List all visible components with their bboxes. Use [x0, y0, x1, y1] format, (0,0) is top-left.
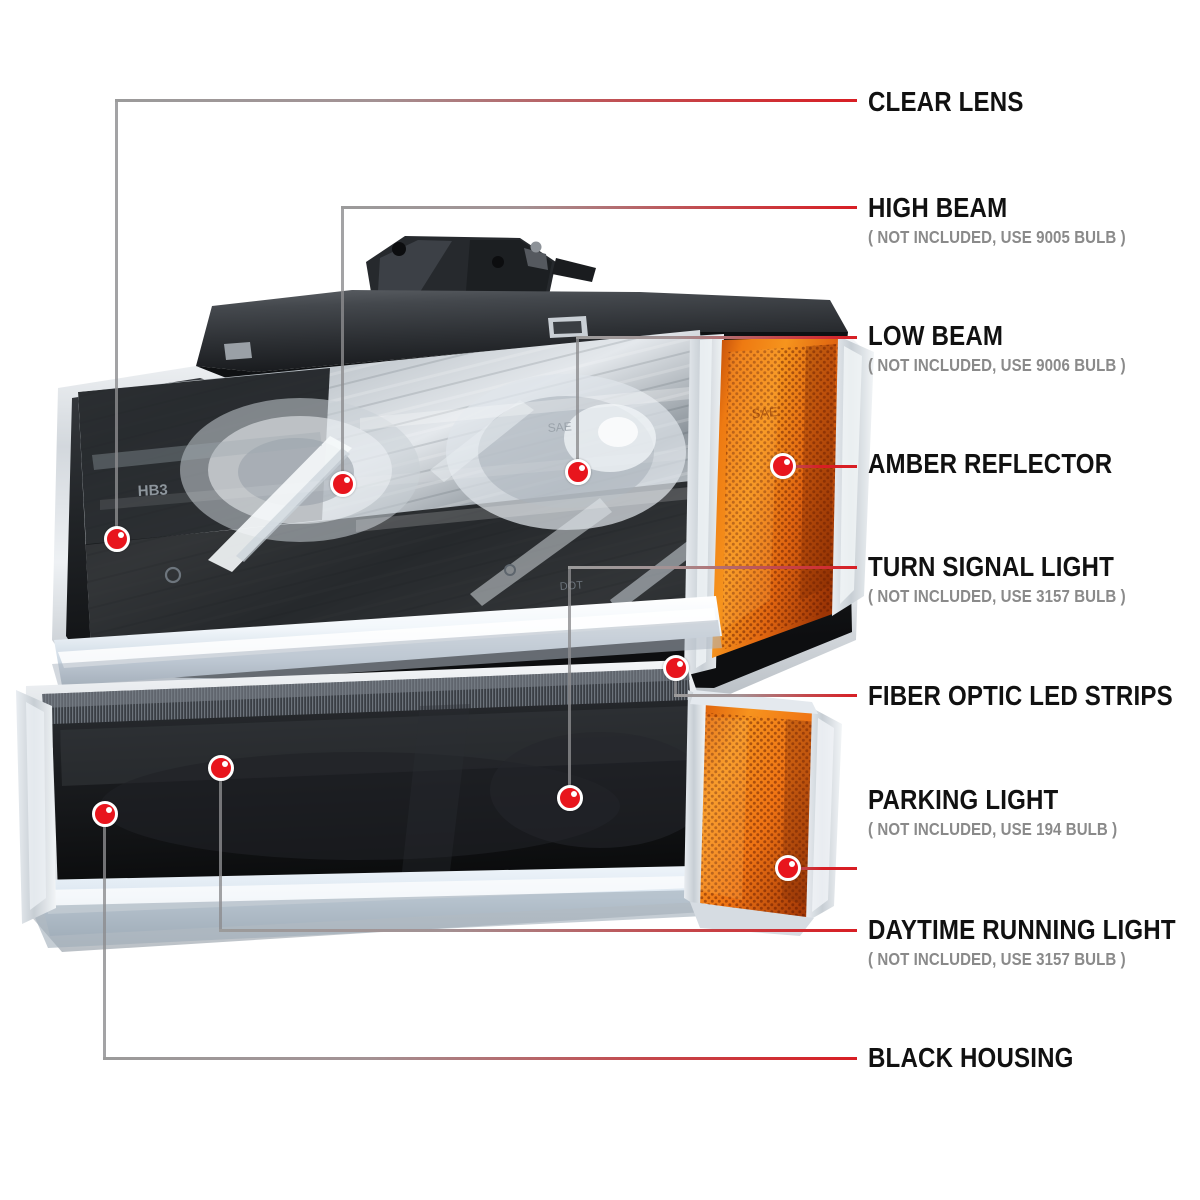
callout-title: PARKING LIGHT	[868, 784, 1059, 815]
leader-black-housing-vertical	[103, 814, 106, 1058]
callout-label-fiber-optic-led-strips: FIBER OPTIC LED STRIPS	[868, 682, 1200, 710]
marker-turn-signal-light[interactable]	[557, 785, 583, 811]
marker-amber-reflector[interactable]	[770, 453, 796, 479]
marker-fiber-optic-led-strips[interactable]	[663, 655, 689, 681]
leader-clear-lens-horizontal	[115, 99, 857, 102]
leader-turn-signal-horizontal	[568, 566, 857, 569]
callout-label-low-beam: LOW BEAM ( NOT INCLUDED, USE 9006 BULB )	[868, 322, 1168, 375]
leader-amber-reflector-horizontal	[790, 465, 857, 468]
callout-subtitle: ( NOT INCLUDED, USE 194 BULB )	[868, 819, 1118, 839]
marker-parking-light[interactable]	[775, 855, 801, 881]
callout-title: TURN SIGNAL LIGHT	[868, 551, 1114, 582]
callout-subtitle: ( NOT INCLUDED, USE 3157 BULB )	[868, 586, 1126, 606]
callout-title: DAYTIME RUNNING LIGHT	[868, 914, 1176, 945]
callout-subtitle: ( NOT INCLUDED, USE 9006 BULB )	[868, 355, 1126, 375]
marker-daytime-running-light[interactable]	[208, 755, 234, 781]
callout-label-turn-signal-light: TURN SIGNAL LIGHT ( NOT INCLUDED, USE 31…	[868, 553, 1168, 606]
leader-turn-signal-vertical	[568, 567, 571, 800]
leader-high-beam-horizontal	[341, 206, 857, 209]
leader-fiber-optic-horizontal	[674, 694, 857, 697]
callout-label-clear-lens: CLEAR LENS	[868, 88, 1049, 116]
upper-housing-top	[196, 290, 848, 372]
leader-low-beam-horizontal	[576, 336, 857, 339]
leader-parking-light-horizontal	[795, 867, 857, 870]
leader-fiber-optic-vertical	[674, 668, 677, 696]
leader-high-beam-vertical	[341, 207, 344, 486]
callout-subtitle: ( NOT INCLUDED, USE 9005 BULB )	[868, 227, 1126, 247]
callout-title: CLEAR LENS	[868, 86, 1024, 117]
callout-title: FIBER OPTIC LED STRIPS	[868, 680, 1173, 711]
headlight-assembly-image: HB3 SAE DOT SAE	[16, 236, 874, 952]
callout-title: HIGH BEAM	[868, 192, 1008, 223]
leader-drl-vertical	[219, 768, 222, 931]
leader-clear-lens-vertical	[115, 100, 118, 541]
callout-label-black-housing: BLACK HOUSING	[868, 1044, 1107, 1072]
marker-black-housing[interactable]	[92, 801, 118, 827]
leader-black-housing-horizontal	[103, 1057, 857, 1060]
callout-title: BLACK HOUSING	[868, 1042, 1074, 1073]
marker-low-beam[interactable]	[565, 459, 591, 485]
callout-label-high-beam: HIGH BEAM ( NOT INCLUDED, USE 9005 BULB …	[868, 194, 1168, 247]
leader-drl-horizontal	[219, 929, 857, 932]
marker-high-beam[interactable]	[330, 471, 356, 497]
callout-title: LOW BEAM	[868, 320, 1004, 351]
svg-text:SAE: SAE	[751, 404, 778, 421]
callout-label-parking-light: PARKING LIGHT ( NOT INCLUDED, USE 194 BU…	[868, 786, 1158, 839]
mounting-bracket	[366, 236, 596, 300]
svg-text:HB3: HB3	[137, 481, 168, 500]
svg-text:DOT: DOT	[559, 579, 583, 593]
callout-subtitle: ( NOT INCLUDED, USE 3157 BULB )	[868, 949, 1126, 969]
callout-title: AMBER REFLECTOR	[868, 448, 1113, 479]
svg-text:SAE: SAE	[547, 419, 572, 435]
marker-clear-lens[interactable]	[104, 526, 130, 552]
callout-label-daytime-running-light: DAYTIME RUNNING LIGHT ( NOT INCLUDED, US…	[868, 916, 1200, 969]
leader-low-beam-vertical	[576, 337, 579, 474]
callout-label-amber-reflector: AMBER REFLECTOR	[868, 450, 1152, 478]
